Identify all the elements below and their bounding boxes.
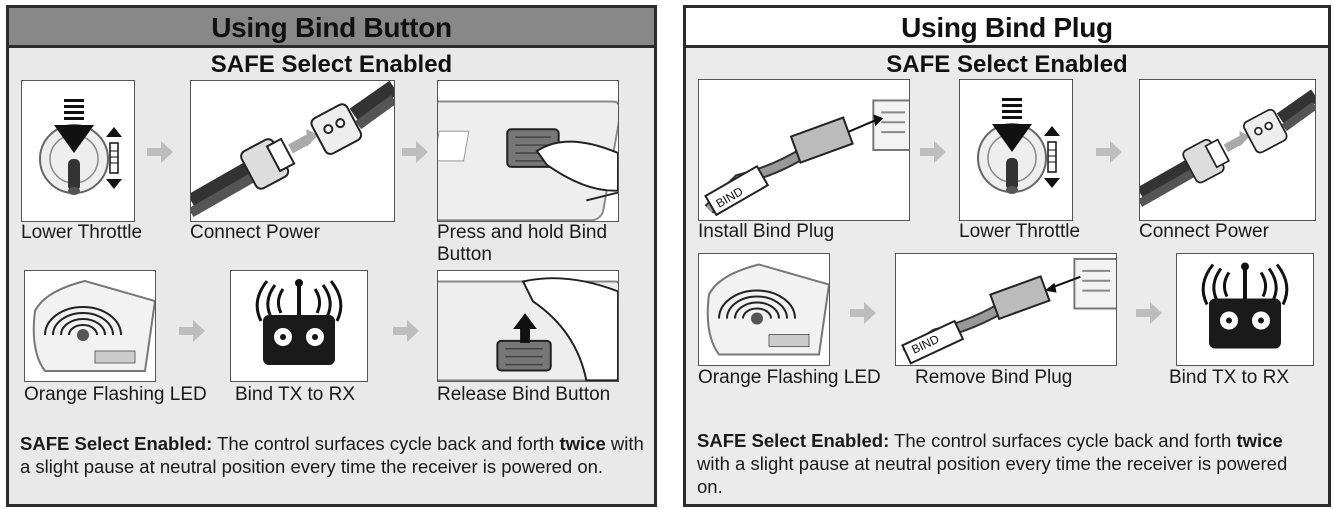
arrow-icon bbox=[393, 320, 419, 342]
bind-plug-remove-icon: BIND bbox=[895, 253, 1117, 366]
note-text: with a slight pause at neutral position … bbox=[697, 453, 1288, 497]
safe-select-note: SAFE Select Enabled: The control surface… bbox=[20, 432, 652, 478]
note-emphasis: twice bbox=[559, 433, 606, 454]
bind-button-panel: Using Bind Button SAFE Select Enabled Lo… bbox=[6, 5, 657, 507]
transmitter-icon bbox=[230, 270, 368, 382]
note-lead: SAFE Select Enabled: bbox=[697, 430, 890, 451]
step-label: Bind TX to RX bbox=[1169, 367, 1290, 388]
panel-title: Using Bind Plug bbox=[686, 8, 1328, 48]
note-text: with a slight pause at neutral position … bbox=[20, 433, 644, 477]
step-label: Release Bind Button bbox=[437, 384, 611, 405]
arrow-icon bbox=[402, 141, 428, 163]
bind-plug-install-icon: BIND bbox=[698, 79, 910, 221]
safe-select-note: SAFE Select Enabled: The control surface… bbox=[697, 429, 1307, 498]
press-bind-button-icon bbox=[437, 80, 619, 222]
step-label: Orange Flashing LED bbox=[698, 367, 881, 388]
arrow-icon bbox=[920, 141, 946, 163]
throttle-down-icon bbox=[959, 79, 1073, 221]
note-text: The control surfaces cycle back and fort… bbox=[212, 433, 560, 454]
release-bind-button-icon bbox=[437, 270, 619, 382]
panel-subtitle: SAFE Select Enabled bbox=[210, 51, 453, 78]
bind-plug-panel: Using Bind Plug SAFE Select Enabled BIND… bbox=[683, 5, 1331, 507]
arrow-icon bbox=[179, 320, 205, 342]
note-emphasis: twice bbox=[1236, 430, 1283, 451]
power-connector-icon bbox=[1139, 79, 1316, 221]
step-label: Remove Bind Plug bbox=[915, 367, 1073, 388]
step-label: Orange Flashing LED bbox=[24, 384, 207, 405]
arrow-icon bbox=[1096, 141, 1122, 163]
step-label: Lower Throttle bbox=[21, 222, 143, 243]
panel-title: Using Bind Button bbox=[9, 8, 654, 48]
flashing-led-icon bbox=[24, 270, 156, 382]
step-label: Connect Power bbox=[190, 222, 320, 243]
note-text: The control surfaces cycle back and fort… bbox=[889, 430, 1237, 451]
arrow-icon bbox=[147, 141, 173, 163]
flashing-led-icon bbox=[698, 253, 830, 366]
step-label: Press and hold Bind Button bbox=[437, 222, 608, 265]
arrow-icon bbox=[850, 302, 876, 324]
panel-subtitle: SAFE Select Enabled bbox=[886, 51, 1128, 78]
step-label: Connect Power bbox=[1139, 221, 1269, 242]
step-label: Install Bind Plug bbox=[698, 221, 835, 242]
note-lead: SAFE Select Enabled: bbox=[20, 433, 213, 454]
throttle-down-icon bbox=[21, 80, 135, 222]
step-label: Lower Throttle bbox=[959, 221, 1081, 242]
power-connector-icon bbox=[190, 80, 395, 222]
step-label: Bind TX to RX bbox=[235, 384, 356, 405]
arrow-icon bbox=[1136, 302, 1162, 324]
transmitter-icon bbox=[1176, 253, 1314, 366]
